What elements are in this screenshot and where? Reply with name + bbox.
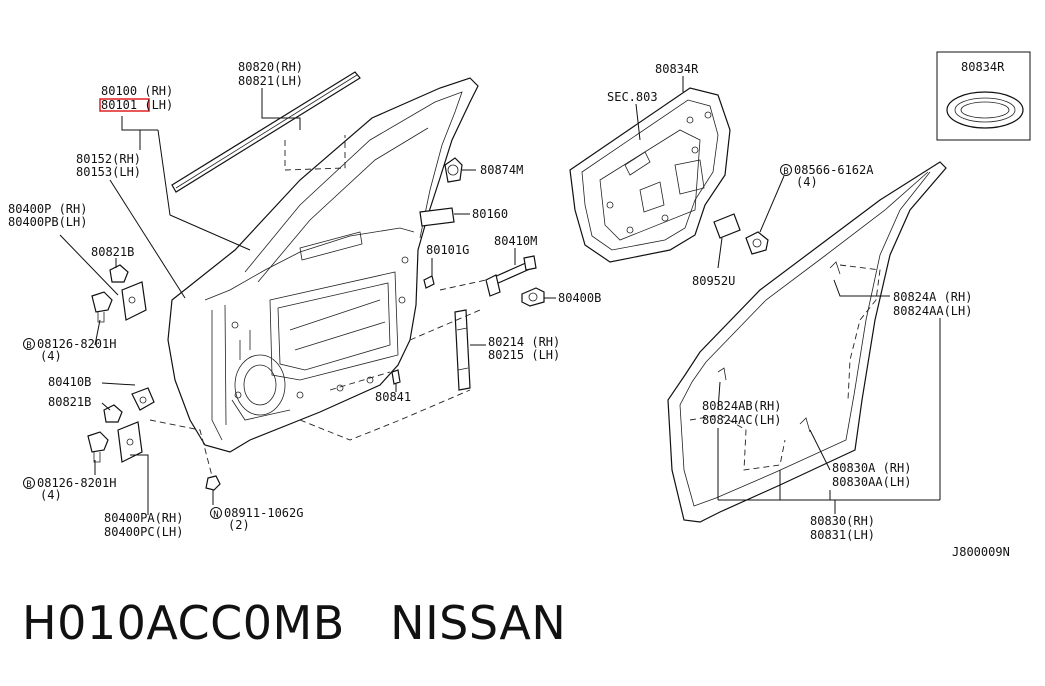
- door-weatherstrip: [667, 161, 947, 523]
- circle-mark-n1: N: [213, 510, 218, 520]
- label-sec803: SEC.803: [607, 90, 658, 104]
- label-80215: 80215 (LH): [488, 348, 560, 362]
- label-08126-top: 08126-8201H: [37, 337, 116, 351]
- label-80824aa: 80824AA(LH): [893, 304, 972, 318]
- label-80821b-top: 80821B: [91, 245, 134, 259]
- part-labels: 80100 (RH) 80101 (LH) 80152(RH) 80153(LH…: [8, 60, 1010, 559]
- diagram-code: J800009N: [952, 545, 1010, 559]
- leader-lines: [59, 76, 941, 515]
- label-80824ab: 80824AB(RH): [702, 399, 781, 413]
- label-80160: 80160: [472, 207, 508, 221]
- label-80821: 80821(LH): [238, 74, 303, 88]
- label-80824ac: 80824AC(LH): [702, 413, 781, 427]
- label-80830a: 80830A (RH): [832, 461, 911, 475]
- label-80400pc: 80400PC(LH): [104, 525, 183, 539]
- label-08911: 08911-1062G: [224, 506, 303, 520]
- label-80152: 80152(RH): [76, 152, 141, 166]
- circle-mark-b1: B: [26, 341, 31, 351]
- label-80400pa: 80400PA(RH): [104, 511, 183, 525]
- highlight-box: [99, 98, 150, 112]
- label-80153: 80153(LH): [76, 165, 141, 179]
- label-08126-bottom-qty: (4): [40, 488, 62, 502]
- label-08911-qty: (2): [228, 518, 250, 532]
- label-80101g: 80101G: [426, 243, 469, 257]
- label-80834r-inset: 80834R: [961, 60, 1005, 74]
- label-80400p: 80400P (RH): [8, 202, 87, 216]
- label-80820: 80820(RH): [238, 60, 303, 74]
- label-80410m: 80410M: [494, 234, 537, 248]
- label-80830: 80830(RH): [810, 514, 875, 528]
- label-80952u: 80952U: [692, 274, 735, 288]
- label-80821b-bottom: 80821B: [48, 395, 91, 409]
- label-80214: 80214 (RH): [488, 335, 560, 349]
- label-80830aa: 80830AA(LH): [832, 475, 911, 489]
- label-80834r-main: 80834R: [655, 62, 699, 76]
- inset-box: [936, 51, 1031, 141]
- label-80400b: 80400B: [558, 291, 601, 305]
- label-80874m: 80874M: [480, 163, 523, 177]
- small-parts: [391, 157, 545, 391]
- circle-mark-b3: B: [783, 167, 788, 177]
- label-08126-bottom: 08126-8201H: [37, 476, 116, 490]
- circle-mark-b2: B: [26, 480, 31, 490]
- circle-marks: B B B N: [23, 164, 792, 520]
- upper-hinge: [91, 264, 147, 323]
- label-80400pb: 80400PB(LH): [8, 215, 87, 229]
- window-moulding-part: [171, 71, 361, 193]
- label-80410b: 80410B: [48, 375, 91, 389]
- footer-part-code: H010ACC0MB NISSAN: [22, 596, 567, 650]
- label-80841: 80841: [375, 390, 411, 404]
- label-08566-qty: (4): [796, 175, 818, 189]
- trim-panel: [569, 87, 769, 263]
- label-80101: 80101 (LH): [101, 98, 173, 112]
- label-08126-top-qty: (4): [40, 349, 62, 363]
- label-08566: 08566-6162A: [794, 163, 874, 177]
- label-80831: 80831(LH): [810, 528, 875, 542]
- label-80824a: 80824A (RH): [893, 290, 972, 304]
- label-80100: 80100 (RH): [101, 84, 173, 98]
